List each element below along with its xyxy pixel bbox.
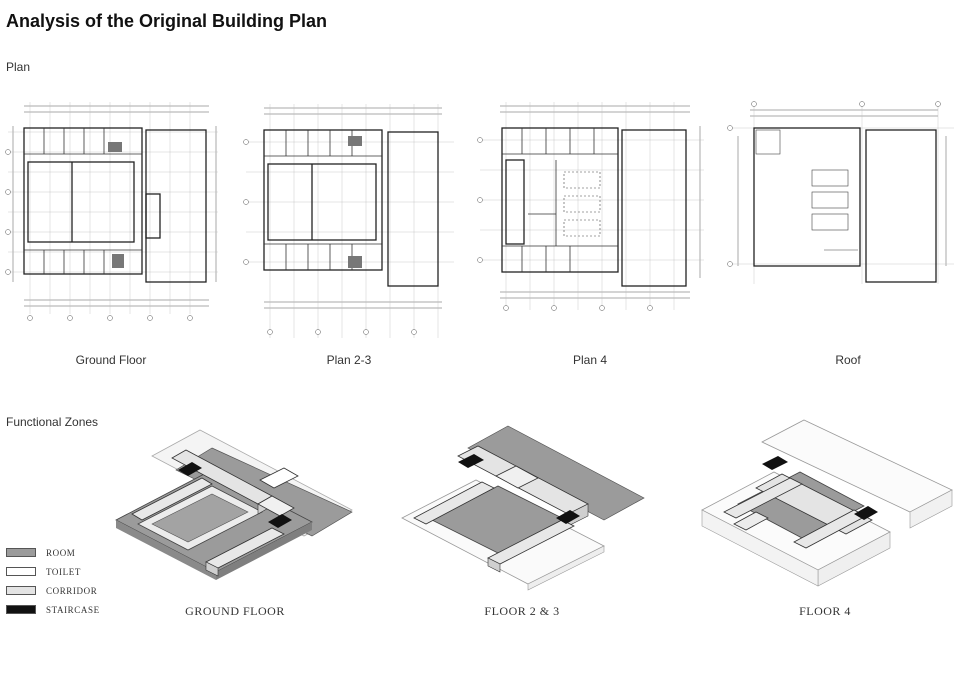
ground-floor-axonometric	[115, 429, 353, 580]
legend-swatch-corridor	[6, 586, 36, 595]
plan-2-3-drawing	[243, 104, 454, 338]
plan-4-drawing	[477, 102, 704, 311]
axo-label-floor-2-3: FLOOR 2 & 3	[484, 604, 560, 618]
legend-label-staircase: STAIRCASE	[46, 604, 100, 615]
page-title: Analysis of the Original Building Plan	[6, 11, 328, 31]
plan-label-ground-floor: Ground Floor	[75, 353, 147, 367]
legend-swatch-staircase	[6, 605, 36, 614]
ground-floor-plan-drawing	[5, 102, 218, 321]
legend-label-room: ROOM	[46, 547, 76, 558]
legend-swatch-room	[6, 548, 36, 557]
legend-item-staircase: STAIRCASE	[6, 600, 100, 619]
legend-label-corridor: CORRIDOR	[46, 585, 98, 596]
plan-label-plan-4: Plan 4	[572, 353, 608, 367]
axo-label-floor-4: FLOOR 4	[799, 604, 851, 618]
section-plan-heading: Plan	[6, 60, 31, 74]
legend-swatch-toilet	[6, 567, 36, 576]
functional-zones-legend: ROOM TOILET CORRIDOR STAIRCASE	[6, 543, 100, 619]
floor-2-3-axonometric	[401, 425, 645, 591]
legend-label-toilet: TOILET	[46, 566, 81, 577]
legend-item-corridor: CORRIDOR	[6, 581, 100, 600]
legend-item-room: ROOM	[6, 543, 100, 562]
legend-item-toilet: TOILET	[6, 562, 100, 581]
plan-label-plan-2-3: Plan 2-3	[326, 353, 372, 367]
axo-label-ground-floor: GROUND FLOOR	[185, 604, 285, 618]
plan-label-roof: Roof	[835, 353, 861, 367]
section-zones-heading: Functional Zones	[6, 415, 99, 429]
roof-plan-drawing	[727, 101, 954, 284]
floor-4-axonometric	[701, 419, 953, 587]
